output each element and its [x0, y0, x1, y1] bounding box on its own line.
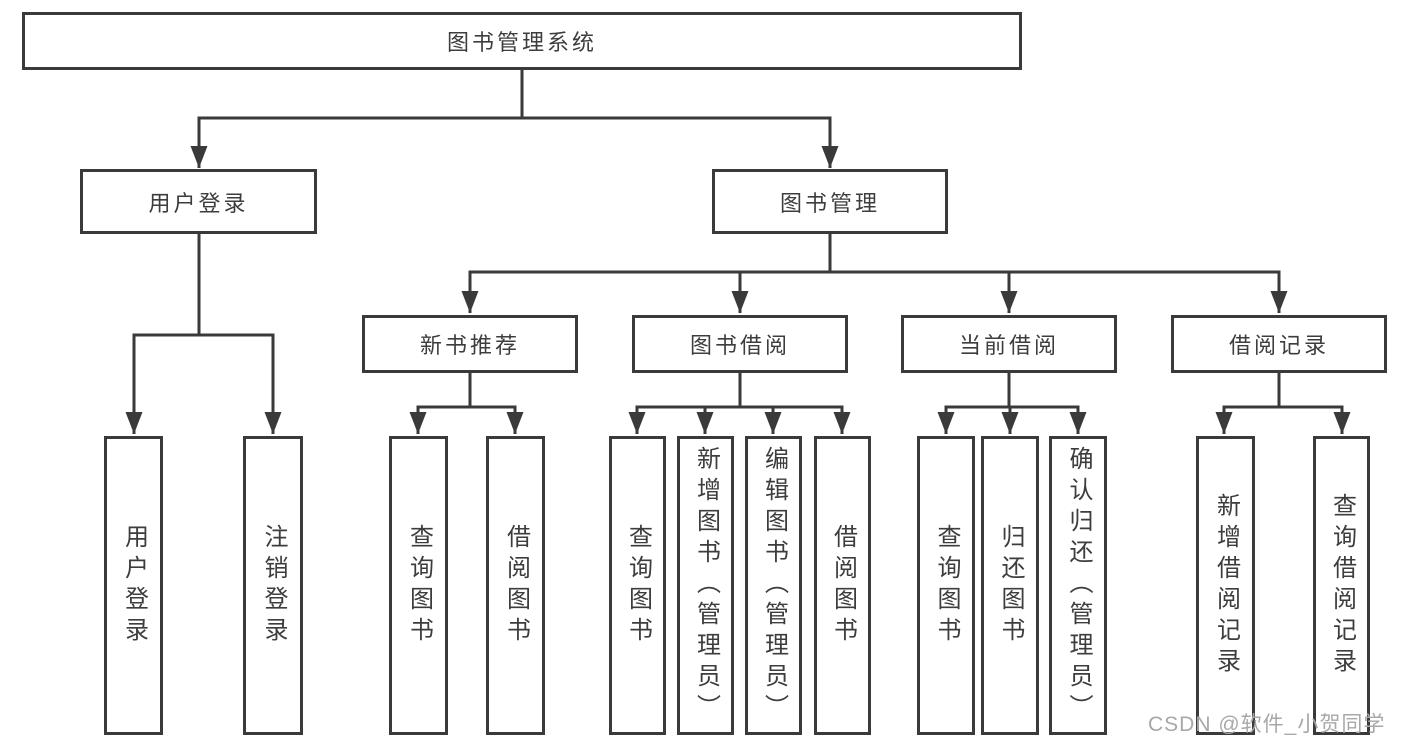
- connector-arrow: [125, 333, 199, 434]
- leaf-borrow-book: 借阅图书: [486, 436, 545, 735]
- leaf-user-login: 用户登录: [104, 436, 163, 735]
- connector-arrow: [522, 116, 839, 168]
- connector-arrow: [740, 405, 851, 434]
- connectors-group: [125, 70, 1351, 434]
- watermark: CSDN @软件_小贺同学: [1148, 713, 1386, 736]
- node-user-login: 用户登录: [80, 169, 317, 234]
- leaf-query-book: 查询图书: [609, 436, 666, 735]
- node-current-borrow: 当前借阅: [901, 315, 1117, 373]
- connector-arrow: [461, 270, 830, 313]
- connector-arrow: [696, 405, 740, 434]
- connector-arrow: [731, 270, 830, 313]
- connector-arrow: [628, 405, 740, 434]
- connector-arrow: [1215, 405, 1279, 434]
- connector-arrow: [1001, 405, 1019, 434]
- connector-arrow: [740, 405, 782, 434]
- connector-arrow: [190, 116, 522, 168]
- node-book-borrow: 图书借阅: [632, 315, 848, 373]
- connector-arrow: [409, 405, 470, 434]
- connector-arrow: [937, 405, 1009, 434]
- leaf-add-book-admin: 新增图书（管理员）: [677, 436, 734, 735]
- connector-arrow: [830, 270, 1018, 313]
- node-borrow-record: 借阅记录: [1171, 315, 1387, 373]
- leaf-add-borrow-record: 新增借阅记录: [1196, 436, 1255, 735]
- node-root-system: 图书管理系统: [22, 12, 1022, 70]
- leaf-query-borrow-record: 查询借阅记录: [1313, 436, 1370, 735]
- connector-arrow: [470, 405, 524, 434]
- leaf-return-book: 归还图书: [981, 436, 1039, 735]
- node-new-book-recommend: 新书推荐: [362, 315, 578, 373]
- connector-arrow: [199, 333, 282, 434]
- leaf-logout: 注销登录: [243, 436, 303, 735]
- connector-arrow: [830, 270, 1288, 313]
- leaf-query-book: 查询图书: [917, 436, 975, 735]
- node-book-management: 图书管理: [712, 169, 948, 234]
- leaf-borrow-book: 借阅图书: [814, 436, 871, 735]
- connector-arrow: [1279, 405, 1351, 434]
- leaf-confirm-return-admin: 确认归还（管理员）: [1049, 436, 1107, 735]
- leaf-edit-book-admin: 编辑图书（管理员）: [745, 436, 802, 735]
- leaf-query-book: 查询图书: [389, 436, 448, 735]
- connector-arrow: [1009, 405, 1087, 434]
